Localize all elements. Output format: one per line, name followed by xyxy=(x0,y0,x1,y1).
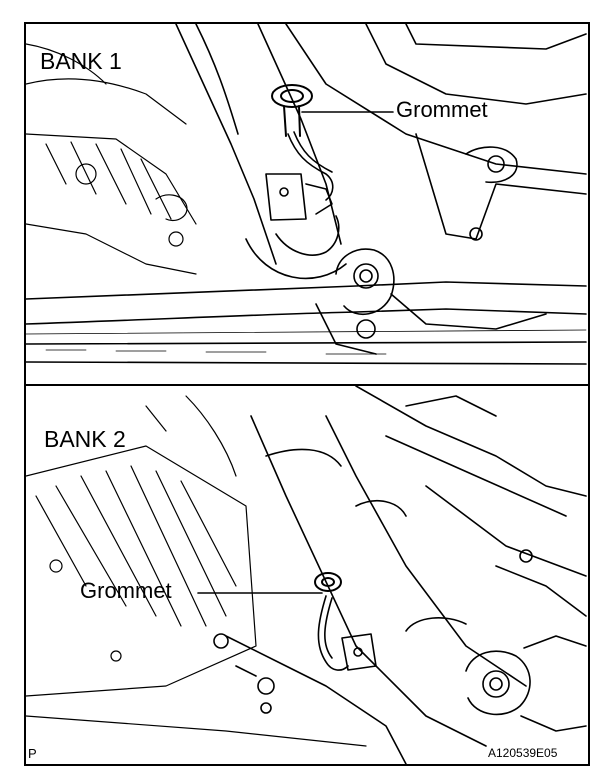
bank-2-grommet xyxy=(314,572,342,592)
bank-1-sensor-harness xyxy=(265,131,334,221)
figure-id: A120539E05 xyxy=(488,746,558,760)
bank-1-label: BANK 1 xyxy=(40,48,122,74)
bank-2-left-structure xyxy=(26,395,367,747)
bank-2-sensor-harness xyxy=(317,595,377,671)
bank-2-illustration xyxy=(26,386,587,764)
bank-2-mount xyxy=(465,635,587,732)
bank-2-heat-shield xyxy=(355,386,587,617)
corner-letter: P xyxy=(28,746,37,761)
bank-1-left-structure xyxy=(26,43,197,275)
bank-2-grommet-label: Grommet xyxy=(80,578,172,603)
bank-1-grommet-label: Grommet xyxy=(396,97,488,122)
bank-2-panel: BANK 2 Grommet P A120539E05 xyxy=(26,386,588,764)
bank-1-panel: BANK 1 Grommet xyxy=(26,24,588,386)
bank-1-crossmember xyxy=(26,281,587,365)
illustration-frame: BANK 1 Grommet xyxy=(24,22,590,766)
bank-1-exhaust-pipe xyxy=(175,24,347,280)
bank-2-exhaust-pipe xyxy=(250,415,527,747)
bank-1-illustration xyxy=(26,24,587,365)
bank-1-grommet xyxy=(271,84,313,137)
bank-1-mount xyxy=(315,248,547,355)
bank-2-label: BANK 2 xyxy=(44,426,126,452)
bank-1-floor-panel xyxy=(285,24,587,241)
bank-2-floor-panel xyxy=(213,633,407,764)
